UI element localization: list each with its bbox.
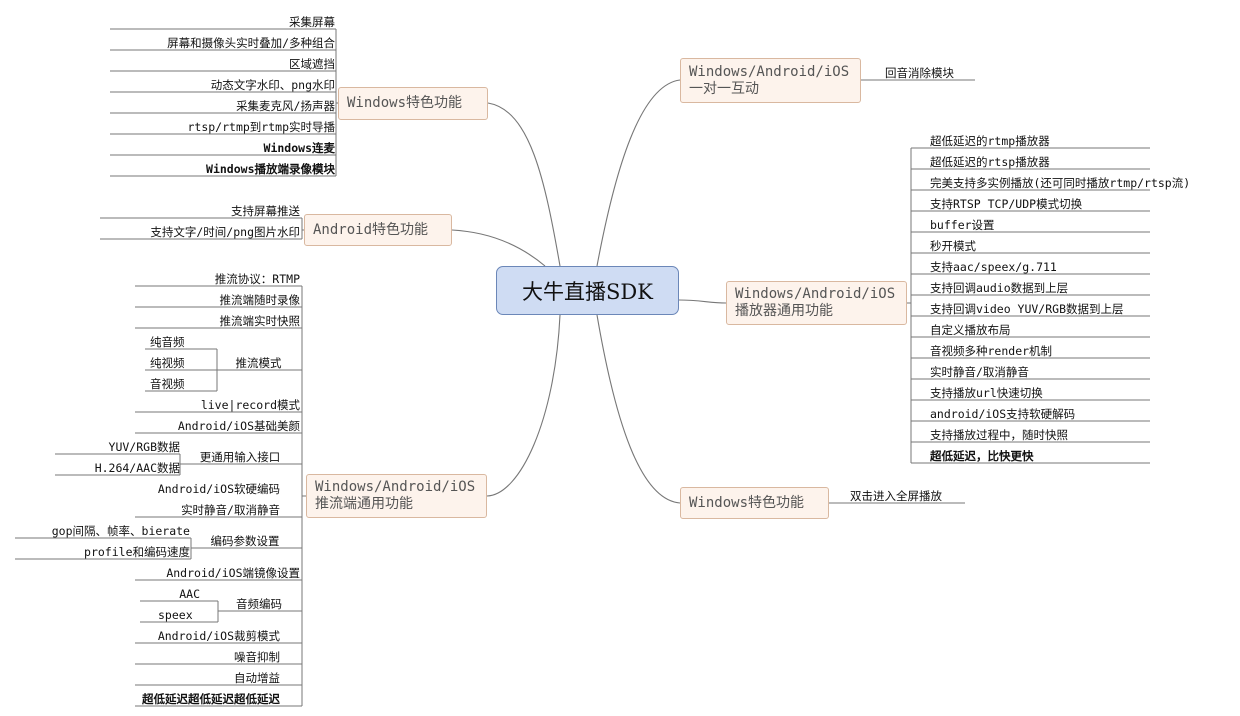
leaf-item[interactable]: 采集屏幕 — [289, 15, 335, 29]
branch-label-line2: 一对一互动 — [689, 80, 759, 97]
leaf-item[interactable]: 噪音抑制 — [234, 650, 280, 664]
connector-line — [451, 229, 546, 267]
branch-windows-features[interactable]: Windows特色功能 — [338, 87, 488, 120]
leaf-item[interactable]: 采集麦克风/扬声器 — [236, 99, 335, 113]
leaf-item[interactable]: 支持RTSP TCP/UDP模式切换 — [930, 197, 1083, 211]
leaf-item[interactable]: 超低延迟，比快更快 — [930, 449, 1034, 463]
leaf-item[interactable]: Windows连麦 — [263, 141, 335, 155]
leaf-item[interactable]: 支持回调video YUV/RGB数据到上层 — [930, 302, 1124, 316]
leaf-item[interactable]: 支持aac/speex/g.711 — [930, 260, 1057, 274]
leaf-item[interactable]: 支持屏幕推送 — [231, 204, 300, 218]
branch-windows-player-features[interactable]: Windows特色功能 — [680, 487, 829, 519]
leaf-item[interactable]: 实时静音/取消静音 — [930, 365, 1029, 379]
branch-label-line1: Windows/Android/iOS — [735, 286, 896, 302]
leaf-item[interactable]: 动态文字水印、png水印 — [210, 78, 335, 92]
branch-label-line2: 推流端通用功能 — [315, 496, 413, 512]
leaf-item[interactable]: Android/iOS端镜像设置 — [166, 566, 300, 580]
leaf-item[interactable]: 纯视频 — [150, 356, 185, 370]
leaf-item[interactable]: gop间隔、帧率、bierate — [51, 524, 190, 538]
leaf-item[interactable]: 支持播放过程中，随时快照 — [930, 428, 1068, 442]
leaf-item[interactable]: 秒开模式 — [930, 239, 976, 253]
branch-android-features[interactable]: Android特色功能 — [304, 214, 452, 246]
branch-interact[interactable]: Windows/Android/iOS 一对一互动 — [680, 58, 861, 103]
branch-label: Windows特色功能 — [689, 494, 805, 511]
leaf-item[interactable]: 自定义播放布局 — [930, 323, 1011, 337]
leaf-item[interactable]: 纯音频 — [150, 335, 185, 349]
leaf-item[interactable]: 双击进入全屏播放 — [850, 489, 942, 503]
branch-label-line1: Windows/Android/iOS — [689, 63, 850, 80]
leaf-item[interactable]: 音频编码 — [236, 597, 282, 611]
leaf-item[interactable]: 推流模式 — [235, 356, 282, 370]
leaf-item[interactable]: H.264/AAC数据 — [94, 461, 180, 475]
connector-line — [486, 314, 561, 497]
branch-label: Android特色功能 — [313, 221, 429, 238]
leaf-item[interactable]: Android/iOS基础美颜 — [177, 419, 300, 433]
branch-push-common[interactable]: Windows/Android/iOS 推流端通用功能 — [306, 474, 487, 518]
connector-line — [596, 79, 681, 267]
leaf-item[interactable]: 支持文字/时间/png图片水印 — [150, 225, 300, 239]
leaf-item[interactable]: 音视频 — [150, 377, 185, 391]
leaf-item[interactable]: 超低延迟的rtmp播放器 — [930, 134, 1050, 148]
leaf-item[interactable]: 自动增益 — [234, 671, 280, 685]
leaf-item[interactable]: YUV/RGB数据 — [108, 440, 180, 454]
leaf-item[interactable]: AAC — [179, 587, 200, 601]
leaf-item[interactable]: 支持回调audio数据到上层 — [930, 281, 1069, 295]
branch-player-common[interactable]: Windows/Android/iOS 播放器通用功能 — [726, 281, 907, 325]
leaf-item[interactable]: Android/iOS裁剪模式 — [157, 629, 280, 643]
leaf-item[interactable]: Android/iOS软硬编码 — [157, 482, 280, 496]
leaf-item[interactable]: 回音消除模块 — [885, 66, 954, 80]
leaf-item[interactable]: 音视频多种render机制 — [930, 344, 1053, 358]
branch-label-line1: Windows/Android/iOS — [315, 479, 476, 495]
branch-label-line2: 播放器通用功能 — [735, 303, 833, 319]
leaf-item[interactable]: android/iOS支持软硬解码 — [930, 407, 1076, 421]
connector-line — [596, 314, 681, 504]
leaf-item[interactable]: live|record模式 — [200, 398, 300, 412]
leaf-item[interactable]: 屏幕和摄像头实时叠加/多种组合 — [167, 36, 335, 50]
leaf-item[interactable]: rtsp/rtmp到rtmp实时导播 — [187, 120, 335, 134]
leaf-item[interactable]: profile和编码速度 — [84, 545, 190, 559]
leaf-item[interactable]: 超低延迟的rtsp播放器 — [930, 155, 1050, 169]
leaf-item[interactable]: 超低延迟超低延迟超低延迟 — [142, 692, 280, 706]
leaf-item[interactable]: speex — [158, 608, 193, 622]
leaf-item[interactable]: Windows播放端录像模块 — [206, 162, 335, 176]
leaf-item[interactable]: 支持播放url快速切换 — [930, 386, 1043, 400]
central-topic-label: 大牛直播SDK — [522, 279, 653, 304]
connector-line — [678, 299, 727, 304]
leaf-item[interactable]: 更通用输入接口 — [199, 450, 281, 464]
leaf-item[interactable]: 推流端实时快照 — [219, 314, 301, 328]
leaf-item[interactable]: 推流协议：RTMP — [214, 272, 300, 286]
leaf-item[interactable]: 实时静音/取消静音 — [181, 503, 280, 517]
leaf-item[interactable]: 区域遮挡 — [289, 57, 335, 71]
branch-label: Windows特色功能 — [347, 95, 463, 111]
connector-line — [487, 102, 561, 267]
leaf-item[interactable]: 编码参数设置 — [210, 534, 280, 548]
leaf-item[interactable]: 推流端随时录像 — [219, 293, 301, 307]
leaf-item[interactable]: 完美支持多实例播放(还可同时播放rtmp/rtsp流) — [930, 176, 1191, 190]
central-topic[interactable]: 大牛直播SDK — [496, 266, 679, 315]
leaf-item[interactable]: buffer设置 — [930, 218, 995, 232]
